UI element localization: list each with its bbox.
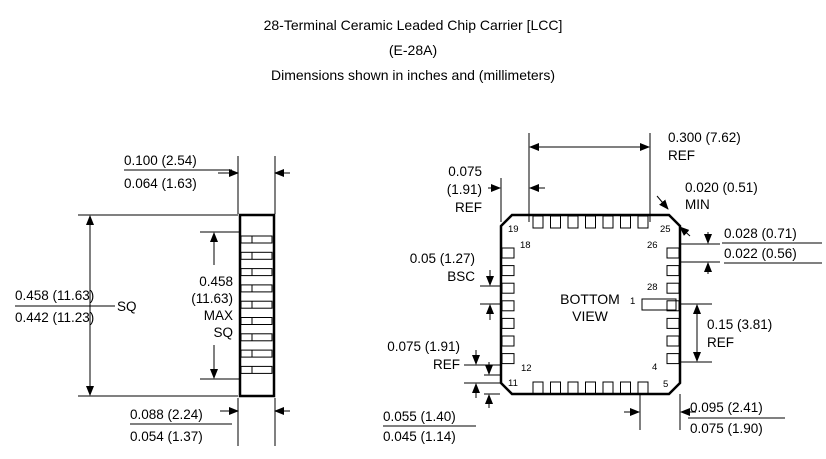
terminal-pad-left [501,353,515,365]
terminal-pad-bottom [602,381,614,395]
thickness-min-label: 0.064 (1.63) [124,176,197,191]
terminal-pad-top [585,215,596,229]
pin-label-25: 25 [660,224,671,235]
ref-300-suffix: REF [668,148,695,163]
side-lead [240,300,273,309]
terminal-pad-bottom [567,381,579,395]
side-body [238,213,276,398]
pin-label-19: 19 [508,224,519,235]
pitch3-label-1: 0.15 (3.81) [707,317,772,332]
terminal-pad-left [501,265,515,277]
ref-075-top-label-2: (1.91) [447,182,482,197]
terminal-pad-left [501,282,515,294]
ref-075-top-label-1: 0.075 [448,164,482,179]
body-min-label: 0.442 (11.23) [15,310,94,325]
terminal-pad-bottom [620,381,631,395]
pin-label-18: 18 [520,240,531,251]
title-line-2: (E-28A) [388,42,438,58]
terminal-pad-right [666,335,680,347]
terminal-pad-right [666,282,680,294]
pad-width-min-label: 0.022 (0.56) [724,246,797,261]
ref-075-left-label-2: REF [433,357,460,372]
pin-label-26: 26 [647,240,658,251]
pin-label-11: 11 [508,378,518,389]
terminal-pad-left [501,300,515,312]
lead-span-label-1: 0.458 [199,274,233,289]
terminal-pad-bottom [637,381,649,395]
terminal-pad-top [567,215,579,229]
ref-075-top-label-3: REF [455,200,482,215]
pad-length-min-label: 0.045 (1.14) [383,429,456,444]
pitch-label-2: BSC [447,269,475,284]
pitch-label-1: 0.05 (1.27) [410,251,475,266]
terminal-pad-bottom [550,381,561,395]
terminal-pads [501,215,680,395]
side-lead [240,268,273,277]
thickness-max-label: 0.100 (2.54) [124,153,197,168]
pad-width-max-label: 0.028 (0.71) [724,226,797,241]
lead-span-label-4: SQ [213,325,233,340]
pin-label-12: 12 [521,363,532,374]
terminal-pad-right [666,300,680,312]
standoff-min-label: 0.054 (1.37) [130,429,203,444]
pad-length-max-label: 0.055 (1.40) [383,409,456,424]
pin-number-labels: 19 18 25 26 28 1 4 5 12 11 [508,224,671,390]
bottom-view-labels: BOTTOM VIEW 0.300 (7.62) REF 0.075 (1.91… [383,130,797,444]
pin-label-4: 4 [652,362,657,373]
terminal-pad-right [666,353,680,365]
chamfer-label-1: 0.020 (0.51) [685,180,758,195]
terminal-pad-bottom [585,381,596,395]
bottom-view [383,133,822,430]
terminal-pad-top [602,215,614,229]
pitch3-label-2: REF [707,335,734,350]
corner-min-label: 0.075 (1.90) [690,421,763,436]
terminal-pad-top [620,215,631,229]
terminal-pad-top [532,215,544,229]
lead-span-label-3: MAX [204,308,233,323]
chamfer-label-2: MIN [685,197,710,212]
side-lead [240,317,273,325]
side-lead [240,333,273,342]
side-leads [239,232,273,379]
title-line-3: Dimensions shown in inches and (millimet… [271,67,555,83]
side-lead [240,284,273,293]
terminal-pad-left [501,335,515,347]
terminal-pad-top [550,215,561,229]
pin-label-5: 5 [663,379,668,390]
side-lead [240,235,273,244]
ref-075-left-label-1: 0.075 (1.91) [387,339,460,354]
title-line-1: 28-Terminal Ceramic Leaded Chip Carrier … [263,17,563,33]
lead-span-label-2: (11.63) [191,291,233,306]
side-lead [240,251,273,260]
package-outline [499,213,682,396]
pin-label-1: 1 [630,296,635,307]
side-lead [240,365,273,374]
terminal-pad-bottom [532,381,544,395]
terminal-pad-top [637,215,649,229]
terminal-pad-right [666,317,680,329]
body-sq-label: SQ [117,299,137,314]
side-lead [240,349,273,358]
side-view [15,156,290,446]
corner-max-label: 0.095 (2.41) [690,400,763,415]
bottom-view-title-2: VIEW [572,308,609,324]
standoff-max-label: 0.088 (2.24) [130,407,203,422]
ref-300-label: 0.300 (7.62) [668,130,741,145]
body-max-label: 0.458 (11.63) [15,288,94,303]
terminal-pad-right [666,265,680,277]
terminal-pad-left [501,247,515,259]
bottom-view-title-1: BOTTOM [560,291,620,307]
side-view-labels: 0.100 (2.54) 0.064 (1.63) 0.458 (11.63) … [15,153,233,444]
pin1-index [641,298,677,311]
terminal-pad-right [666,247,680,259]
terminal-pad-left [501,317,515,329]
pin-label-28: 28 [647,282,658,293]
